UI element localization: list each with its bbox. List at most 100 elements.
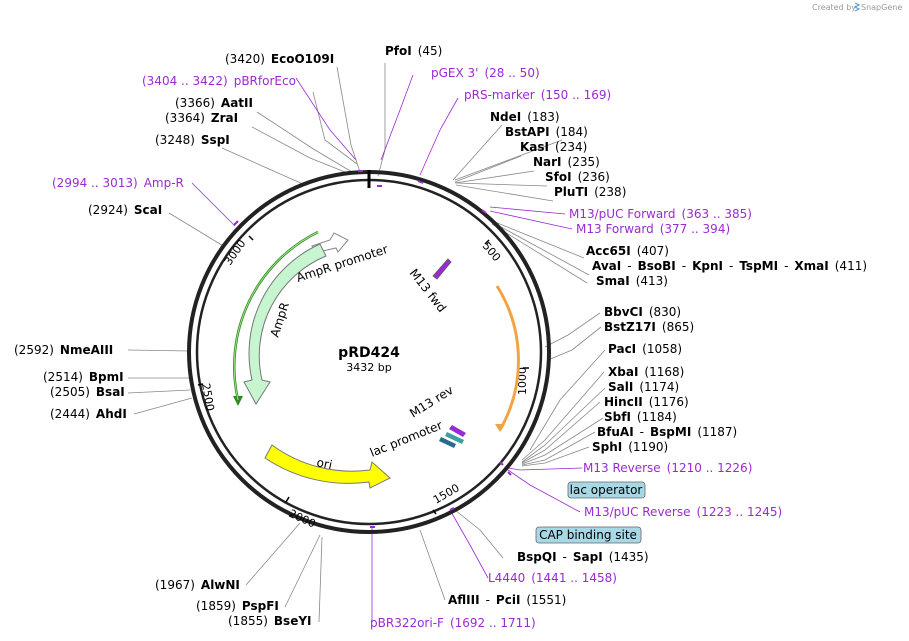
group-separator: - xyxy=(563,550,567,564)
enzyme-label-ahdi: (2444)AhdI xyxy=(50,407,127,421)
enzyme-position: (1058) xyxy=(642,342,682,356)
enzyme-group-bspq: BspQI-SapI(1435) xyxy=(517,550,649,564)
enzyme-position: (1859) xyxy=(196,599,236,613)
primer-label-ampr: (2994 .. 3013) Amp-R xyxy=(52,176,184,190)
enzyme-name: Acc65I xyxy=(586,244,631,258)
primer-position: (2994 .. 3013) xyxy=(52,176,138,190)
enzyme-name: NarI xyxy=(533,155,562,169)
label-layer: (3420)EcoO109IPfoI(45)(3366)AatII(3364)Z… xyxy=(14,44,867,630)
primer-label-m13pucfwd: M13/pUC Forward(363 .. 385) xyxy=(569,207,752,221)
group-separator: - xyxy=(784,259,788,273)
enzyme-label-aatii: (3366)AatII xyxy=(175,96,253,110)
primer-position: (150 .. 169) xyxy=(541,88,611,102)
enzyme-name: BbvCI xyxy=(604,305,643,319)
group-separator: - xyxy=(627,259,631,273)
ampr-track-arrowhead xyxy=(233,396,243,406)
enzyme-position: (3248) xyxy=(155,133,195,147)
enzyme-name: BstAPI xyxy=(505,125,550,139)
lac-promoter-mark xyxy=(445,432,464,444)
group-separator: - xyxy=(640,425,644,439)
enzyme-name: PciI xyxy=(496,593,521,607)
enzyme-label-kasi: KasI(234) xyxy=(520,140,587,154)
enzyme-position: (1855) xyxy=(228,614,268,628)
label-m13-rev: M13 rev xyxy=(407,383,456,421)
primer-name: M13/pUC Reverse xyxy=(584,505,691,519)
enzyme-position: (865) xyxy=(662,320,694,334)
enzyme-label-bstz17i: BstZ17I(865) xyxy=(604,320,694,334)
cap-site-label: CAP binding site xyxy=(539,528,637,542)
enzyme-name: XbaI xyxy=(608,365,638,379)
enzyme-label-alwni: (1967)AlwNI xyxy=(155,578,240,592)
primer-label-m13pucrev: M13/pUC Reverse (1223 .. 1245) xyxy=(584,505,782,519)
enzyme-label-bbvci: BbvCI(830) xyxy=(604,305,681,319)
enzyme-position: (235) xyxy=(568,155,600,169)
primer-name: pRS-marker xyxy=(464,88,535,102)
enzyme-label-sphi: SphI(1190) xyxy=(592,440,668,454)
primer-label-pbrforeco: (3404 .. 3422)pBRforEco xyxy=(142,74,296,88)
enzyme-name: ScaI xyxy=(134,203,162,217)
enzyme-position: (1184) xyxy=(637,410,677,424)
enzyme-name: EcoO109I xyxy=(271,52,334,66)
enzyme-name: AvaI xyxy=(592,259,621,273)
enzyme-name: HincII xyxy=(604,395,643,409)
enzyme-label-nari: NarI (235) xyxy=(533,155,600,169)
primer-leader-lines xyxy=(191,74,583,622)
enzyme-label-sspi: (3248)SspI xyxy=(155,133,230,147)
enzyme-label-scai: (2924)ScaI xyxy=(88,203,162,217)
enzyme-label-bstapi: BstAPI(184) xyxy=(505,125,588,139)
tick-2500: 2500 xyxy=(199,382,217,412)
primer-name: pGEX 3' xyxy=(431,66,478,80)
group-separator: - xyxy=(729,259,733,273)
enzyme-name: XmaI xyxy=(794,259,828,273)
primer-position: (363 .. 385) xyxy=(682,207,752,221)
enzyme-label-hincii: HincII (1176) xyxy=(604,395,689,409)
enzyme-name: AflIII xyxy=(448,593,480,607)
credit-text: Created by xyxy=(812,3,856,12)
enzyme-position: (1551) xyxy=(526,593,566,607)
label-lac-promoter: lac promoter xyxy=(368,418,444,460)
enzyme-position: (407) xyxy=(637,244,669,258)
primer-name: M13 Forward xyxy=(576,222,654,236)
enzyme-position: (411) xyxy=(835,259,867,273)
ampr-track-highlight xyxy=(233,231,319,401)
enzyme-label-ecoo109i: (3420) EcoO109I xyxy=(225,52,334,66)
enzyme-name: BspMI xyxy=(650,425,691,439)
m13-rev-mark xyxy=(449,425,466,437)
enzyme-position: (1176) xyxy=(649,395,689,409)
group-separator: - xyxy=(682,259,686,273)
enzyme-name: BspQI xyxy=(517,550,557,564)
enzyme-name: KpnI xyxy=(692,259,723,273)
enzyme-position: (238) xyxy=(594,185,626,199)
enzyme-name: BsoBI xyxy=(638,259,676,273)
enzyme-name: TspMI xyxy=(739,259,778,273)
primer-position: (1210 .. 1226) xyxy=(667,461,753,475)
enzyme-position: (3366) xyxy=(175,96,215,110)
enzyme-position: (3420) xyxy=(225,52,265,66)
primer-position: (3404 .. 3422) xyxy=(142,74,228,88)
enzyme-label-sfoi: SfoI(236) xyxy=(545,170,610,184)
primer-position: (1692 .. 1711) xyxy=(450,616,536,630)
enzyme-position: (1174) xyxy=(639,380,679,394)
primer-position: (1223 .. 1245) xyxy=(697,505,783,519)
enzyme-position: (45) xyxy=(418,44,443,58)
enzyme-label-zrai: (3364)ZraI xyxy=(165,111,238,125)
enzyme-label-pluti: PluTI(238) xyxy=(554,185,626,199)
enzyme-name: KasI xyxy=(520,140,549,154)
enzyme-label-xbai: XbaI(1168) xyxy=(608,365,684,379)
enzyme-name: BpmI xyxy=(89,370,124,384)
label-m13-fwd: M13 fwd xyxy=(407,266,449,315)
primer-label-m13rev: M13 Reverse(1210 .. 1226) xyxy=(583,461,752,475)
enzyme-name: PspFI xyxy=(242,599,279,613)
enzyme-position: (1967) xyxy=(155,578,195,592)
primer-name: L4440 xyxy=(488,571,525,585)
plasmid-length: 3432 bp xyxy=(346,361,391,374)
m13-fwd-arrow xyxy=(432,258,452,280)
enzyme-label-ndei: NdeI(183) xyxy=(490,110,560,124)
enzyme-name: SalI xyxy=(608,380,633,394)
primer-name: Amp-R xyxy=(144,176,184,190)
enzyme-name: SphI xyxy=(592,440,622,454)
enzyme-position: (2444) xyxy=(50,407,90,421)
enzyme-position: (1187) xyxy=(697,425,737,439)
plasmid-name: pRD424 xyxy=(338,345,400,361)
